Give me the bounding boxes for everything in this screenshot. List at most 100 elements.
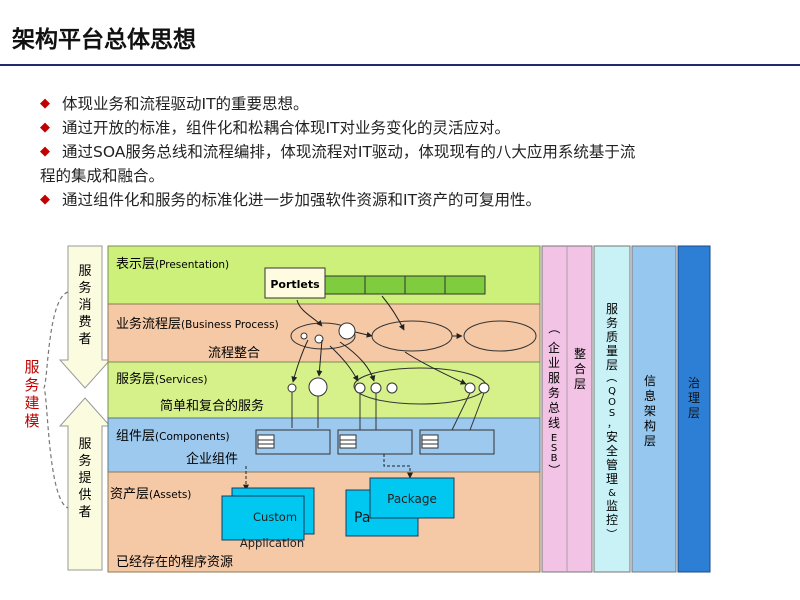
info-arch-label-char: 息 [644, 388, 656, 403]
portlets-label: Portlets [270, 278, 320, 291]
service-node [287, 383, 297, 393]
bullet-item: ◆ 通过组件化和服务的标准化进一步加强软件资源和IT资产的可复用性。 [40, 188, 760, 212]
integration-label-char: 合 [574, 361, 586, 376]
bullet-item: ◆ 体现业务和流程驱动IT的重要思想。 [40, 92, 760, 116]
qos-label-char: 质 [606, 330, 618, 344]
diamond-bullet-icon: ◆ [40, 96, 50, 111]
integration-label-char: 整 [574, 346, 586, 361]
esb-label-char: （ [547, 322, 561, 334]
esb-label-char: ） [547, 464, 561, 476]
vertical-columns: （ 企 业 服 务 总 线 E S B ） 整 合 层 服 务 质 量 层 （ … [541, 245, 711, 573]
qos-column [593, 245, 631, 573]
assets-label: 资产层(Assets) [110, 487, 191, 502]
component-boxes [243, 429, 495, 491]
bullet-item: ◆ 通过SOA服务总线和流程编排，体现流程对IT驱动，体现现有的八大应用系统基于… [40, 140, 760, 164]
service-node [464, 382, 476, 394]
portlets-box [264, 267, 326, 299]
bullet-text: 通过组件化和服务的标准化进一步加强软件资源和IT资产的可复用性。 [62, 191, 542, 209]
process-node [300, 332, 308, 340]
component-icon [257, 434, 275, 449]
integration-label-char: 层 [574, 377, 586, 391]
qos-label-char: 全 [606, 443, 618, 458]
modeling-label-char: 建 [24, 394, 39, 412]
info-arch-label-char: 层 [644, 434, 656, 448]
service-arrow [329, 345, 359, 382]
portlet-cell [324, 275, 366, 295]
esb-label-char: 企 [548, 340, 560, 355]
service-connector [451, 392, 471, 431]
bullet-list: ◆ 体现业务和流程驱动IT的重要思想。 ◆ 通过开放的标准，组件化和松耦合体现I… [40, 92, 760, 212]
services-sub-label: 简单和复合的服务 [160, 398, 264, 414]
qos-label-char: 管 [606, 457, 618, 472]
info-arch-label-char: 构 [644, 418, 656, 433]
service-arrow [291, 339, 309, 383]
process-sub-label: 流程整合 [208, 346, 260, 361]
provider-label-char: 者 [78, 505, 91, 520]
service-node [370, 382, 382, 394]
portlet-cell [404, 275, 446, 295]
service-node [386, 382, 398, 394]
service-flow [287, 339, 490, 431]
qos-label-char: Q [608, 386, 616, 397]
provider-label-char: 供 [78, 488, 91, 503]
assets-layer [107, 471, 541, 573]
esb-label-char: B [551, 453, 558, 464]
process-node [314, 334, 324, 344]
governance-label-char: 治 [688, 376, 700, 390]
esb-label-char: 务 [548, 385, 560, 400]
process-arrow [354, 331, 373, 338]
diamond-bullet-icon: ◆ [40, 192, 50, 207]
process-arrow [381, 295, 405, 331]
service-node [308, 377, 328, 397]
esb-label-char: S [551, 443, 557, 454]
portlet-cell [444, 275, 486, 295]
esb-label-char: 业 [548, 356, 560, 370]
title-divider [0, 64, 800, 66]
qos-label-char: 量 [606, 344, 618, 358]
service-node [478, 382, 490, 394]
qos-label-char: S [609, 408, 615, 419]
process-node [338, 322, 356, 340]
esb-label-char: 总 [548, 401, 560, 415]
page-title: 架构平台总体思想 [12, 27, 196, 53]
process-ellipse [463, 320, 537, 352]
info-arch-label-char: 信 [644, 374, 656, 388]
info-arch-column [631, 245, 677, 573]
bullet-text: 通过开放的标准，组件化和松耦合体现IT对业务变化的灵活应对。 [62, 119, 511, 137]
components-sub-label: 企业组件 [186, 451, 238, 467]
governance-column [677, 245, 711, 573]
custom-app-box-front [221, 495, 305, 541]
service-arrow [316, 339, 323, 377]
process-arrow [296, 299, 323, 327]
qos-label-char: 监 [606, 499, 618, 513]
bullet-text: 通过SOA服务总线和流程编排，体现流程对IT驱动，体现现有的八大应用系统基于流 [62, 143, 636, 161]
component-icon [421, 434, 439, 449]
qos-label-char: 控 [606, 513, 618, 527]
service-connector [469, 392, 485, 431]
qos-label-char: 安 [606, 429, 618, 444]
governance-label-char: 层 [688, 406, 700, 420]
consumer-label-char: 者 [78, 332, 91, 347]
qos-label-char: 理 [606, 472, 618, 486]
bullet-continuation: 程的集成和融合。 [40, 167, 165, 185]
package-back-label: Pa [354, 510, 370, 526]
layer-labels: 表示层(Presentation) 业务流程层(Business Process… [110, 257, 279, 570]
service-arrow [404, 351, 467, 385]
component-arrow [383, 454, 413, 479]
components-label: 组件层(Components) [116, 429, 230, 444]
esb-label-char: 线 [548, 416, 560, 430]
bullet-item: ◆ 通过开放的标准，组件化和松耦合体现IT对业务变化的灵活应对。 [40, 116, 760, 140]
provider-label-char: 提 [78, 470, 91, 486]
info-arch-label-char: 架 [644, 404, 656, 418]
process-label: 业务流程层(Business Process) [116, 316, 279, 332]
consumer-label-char: 消 [78, 298, 91, 313]
package-label: Package [387, 492, 437, 506]
consumer-label-char: 务 [78, 280, 91, 296]
application-label: Application [240, 536, 304, 550]
esb-label-char: 服 [548, 371, 560, 385]
esb-label-char: E [551, 433, 557, 444]
presentation-label: 表示层(Presentation) [116, 257, 229, 272]
left-side-panel: 服 务 消 费 者 服 务 提 供 者 服 务 建 模 [24, 245, 112, 571]
qos-label-char: & [608, 488, 616, 499]
